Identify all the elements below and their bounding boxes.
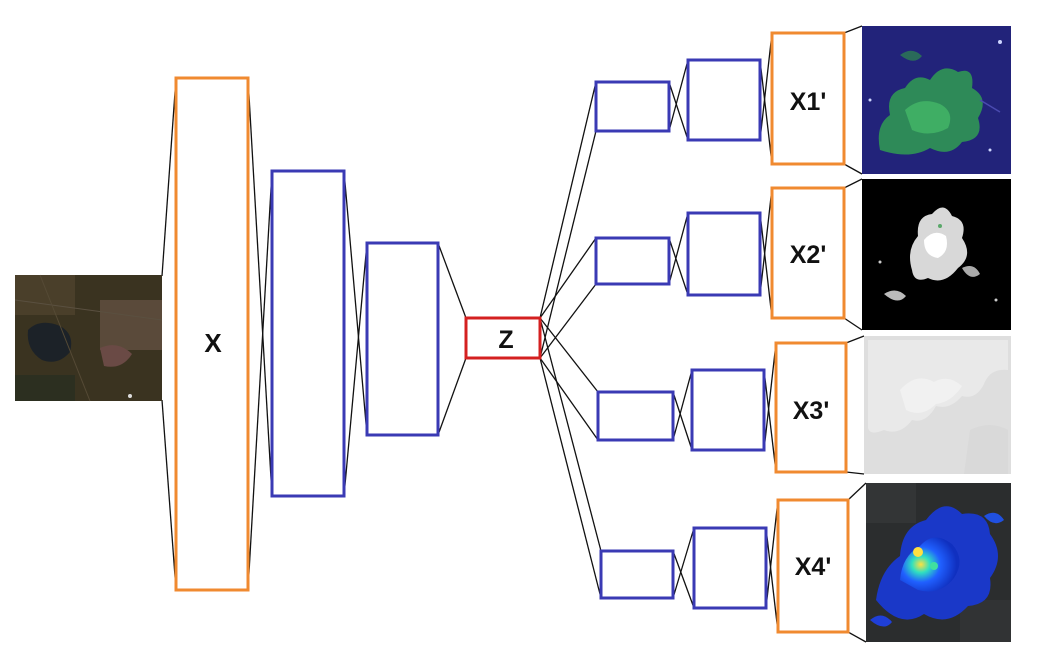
input-label: X bbox=[204, 328, 222, 358]
output-4-label: X4' bbox=[795, 553, 832, 581]
output-image-3 bbox=[864, 336, 1011, 474]
output-image-2 bbox=[862, 179, 1011, 330]
encoder-layer-1-box bbox=[270, 169, 346, 498]
output-2-box bbox=[770, 186, 846, 320]
input-layer-box bbox=[174, 76, 250, 592]
encoder-layer-2-box bbox=[365, 241, 440, 437]
decoder-1-layer-2-box bbox=[686, 58, 762, 142]
output-1-label: X1' bbox=[790, 88, 827, 116]
decoder-3-layer-1-box bbox=[596, 390, 675, 442]
output-image-1 bbox=[862, 26, 1011, 174]
output-1-box bbox=[770, 31, 846, 166]
decoder-4-layer-1-box bbox=[599, 549, 675, 600]
decoder-4-layer-2-box bbox=[692, 526, 768, 610]
connector-lines bbox=[161, 25, 867, 643]
output-4-box bbox=[776, 498, 850, 634]
output-image-4 bbox=[866, 483, 1011, 642]
output-3-label: X3' bbox=[793, 397, 830, 425]
output-2-label: X2' bbox=[790, 241, 827, 269]
decoder-3-layer-2-box bbox=[690, 368, 766, 452]
decoder-1-layer-1-box bbox=[594, 80, 671, 133]
decoder-2-layer-1-box bbox=[594, 236, 671, 286]
input-image bbox=[14, 274, 163, 402]
decoder-2-layer-2-box bbox=[686, 211, 762, 297]
output-3-box bbox=[774, 341, 848, 474]
latent-box bbox=[464, 316, 542, 360]
latent-label: Z bbox=[498, 326, 513, 354]
